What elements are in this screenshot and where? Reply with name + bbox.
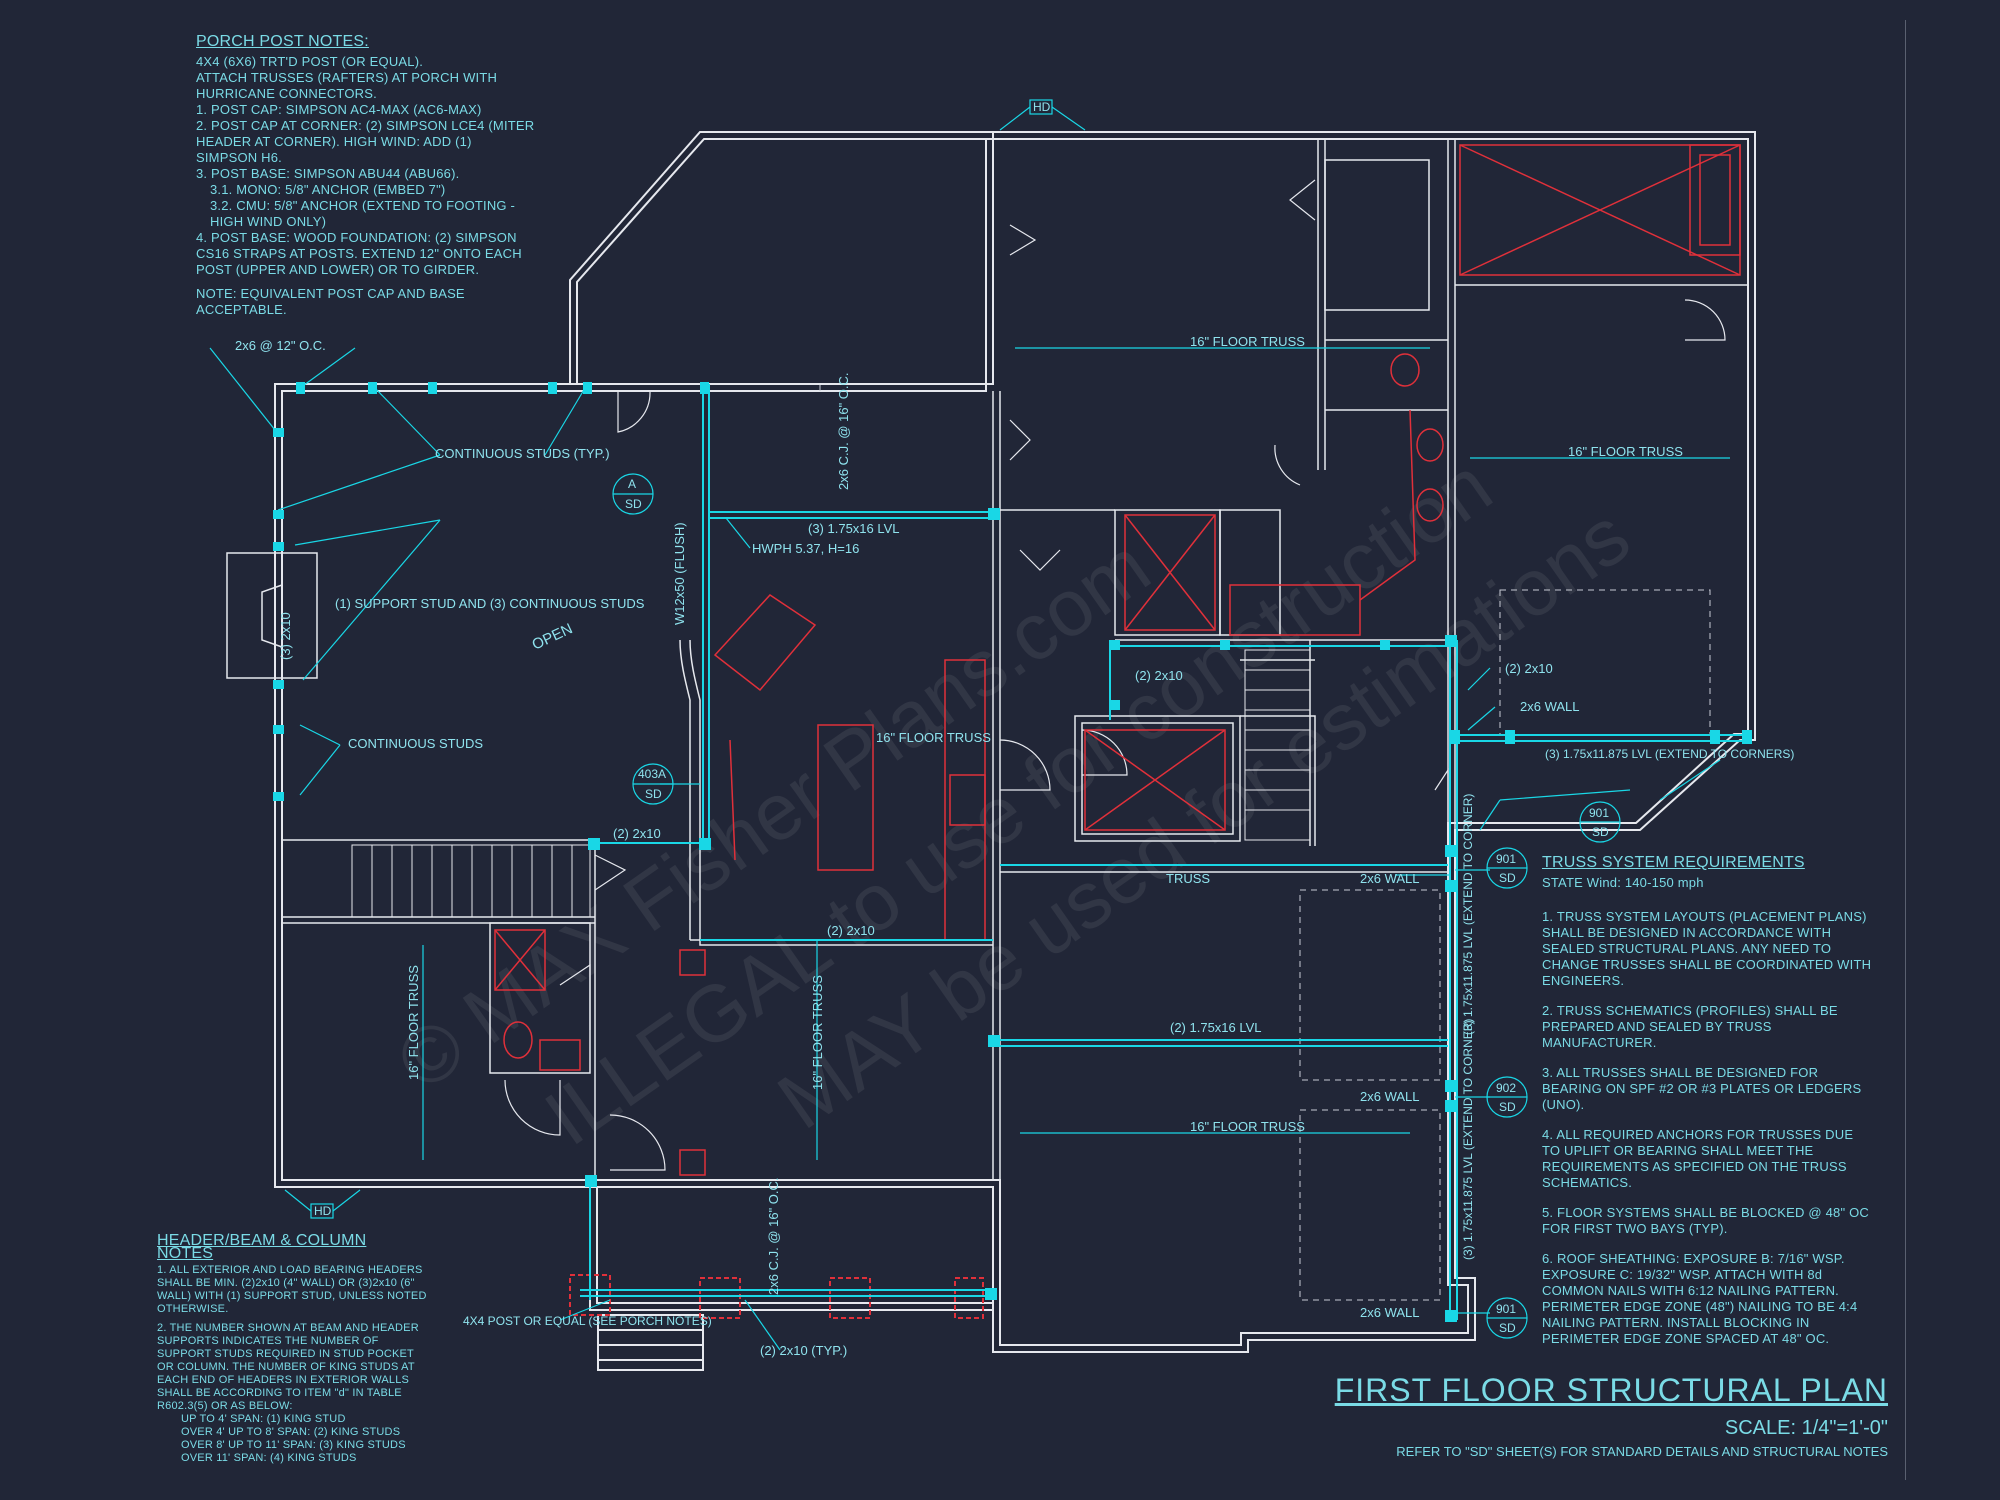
truss-note-item: 1. TRUSS SYSTEM LAYOUTS (PLACEMENT PLANS… — [1542, 909, 1872, 988]
detail-tag-902: 902 SD — [1486, 1076, 1528, 1118]
truss-upper-label: 16" FLOOR TRUSS — [1190, 334, 1305, 349]
svg-text:SD: SD — [1592, 825, 1609, 839]
plan-title: FIRST FLOOR STRUCTURAL PLAN — [1334, 1372, 1888, 1408]
detail-tag-901-c: 901 SD — [1486, 1297, 1528, 1339]
truss-note-item: 2. TRUSS SCHEMATICS (PROFILES) SHALL BE … — [1542, 1003, 1838, 1050]
title-block: FIRST FLOOR STRUCTURAL PLAN SCALE: 1/4"=… — [1335, 1372, 1888, 1459]
hanger-label: HWPH 5.37, H=16 — [752, 541, 859, 556]
header-2x10-label-a: (2) 2x10 — [613, 826, 661, 841]
hd-label-bottom: HD — [314, 1204, 332, 1218]
header-beam-notes: HEADER/BEAM & COLUMN NOTES 1. ALL EXTERI… — [157, 1232, 427, 1465]
porch-note-item: ATTACH TRUSSES (RAFTERS) AT PORCH WITH H… — [196, 70, 498, 101]
truss-system-notes: TRUSS SYSTEM REQUIREMENTS STATE Wind: 14… — [1542, 855, 1872, 1347]
header-2x10-label-d: (2) 2x10 — [1505, 661, 1553, 676]
svg-text:901: 901 — [1496, 852, 1516, 866]
porch-note-item: 4X4 (6X6) TRT'D POST (OR EQUAL). — [196, 54, 424, 69]
header-note-item: 2. THE NUMBER SHOWN AT BEAM AND HEADER S… — [157, 1322, 419, 1412]
porch-note-item: NOTE: EQUIVALENT POST CAP AND BASE ACCEP… — [196, 286, 465, 317]
svg-text:902: 902 — [1496, 1081, 1516, 1095]
fireplace — [226, 552, 318, 679]
truss-note-item: 4. ALL REQUIRED ANCHORS FOR TRUSSES DUE … — [1542, 1127, 1854, 1190]
svg-text:901: 901 — [1589, 806, 1609, 820]
header-note-bullet: OVER 4' UP TO 8' SPAN: (2) KING STUDS — [181, 1426, 401, 1438]
header-note-bullet: OVER 11' SPAN: (4) KING STUDS — [181, 1452, 357, 1464]
joist-label: 2x6 @ 12" O.C. — [235, 338, 326, 353]
dashed-outlines — [819, 385, 1711, 1301]
support-stud-label: (1) SUPPORT STUD AND (3) CONTINUOUS STUD… — [335, 596, 645, 611]
svg-text:403A: 403A — [638, 767, 666, 781]
truss-right-label: 16" FLOOR TRUSS — [1568, 444, 1683, 459]
porch-note-item: 4. POST BASE: WOOD FOUNDATION: (2) SIMPS… — [196, 230, 522, 277]
cj-top-label: 2x6 C.J. @ 16" O.C. — [836, 372, 851, 490]
structural-beams — [580, 384, 1750, 1320]
wall-2x6-label-a: 2x6 WALL — [1360, 871, 1420, 886]
wall-2x6-label: 2x6 WALL — [1520, 699, 1580, 714]
stairs — [351, 649, 1311, 918]
leader-lines — [209, 347, 1730, 1351]
truss-notes-subheading: STATE Wind: 140-150 mph — [1542, 875, 1704, 890]
detail-tag-403a: 403A SD — [632, 763, 674, 805]
sheet-border-line — [1905, 20, 1906, 1480]
porch-note-item: 3.1. MONO: 5/8" ANCHOR (EMBED 7") — [210, 182, 446, 197]
porch-note-item: 3. POST BASE: SIMPSON ABU44 (ABU66). — [196, 166, 460, 181]
lvl-vert-label-b: (3) 1.75x11.875 LVL (EXTEND TO CORNER) — [1461, 1019, 1475, 1260]
porch-note-item: 1. POST CAP: SIMPSON AC4-MAX (AC6-MAX) — [196, 102, 482, 117]
lvl-top-label: (3) 1.75x16 LVL — [808, 521, 900, 536]
lvl-vert-label-a: (3) 1.75x11.875 LVL (EXTEND TO CORNER) — [1461, 794, 1475, 1035]
hd-label-top: HD — [1033, 100, 1051, 114]
porch-notes-heading: PORCH POST NOTES: — [196, 33, 369, 50]
detail-tag-901-a: 901 SD — [1579, 801, 1621, 843]
header-2x10-label-b: (2) 2x10 — [827, 923, 875, 938]
plan-reference-note: REFER TO "SD" SHEET(S) FOR STANDARD DETA… — [1396, 1444, 1888, 1459]
doors — [504, 179, 1726, 1171]
post-note-label: 4X4 POST OR EQUAL (SEE PORCH NOTES) — [463, 1314, 712, 1328]
watermark-line-3: MAY be used for estimations — [762, 490, 1645, 1145]
svg-text:901: 901 — [1496, 1302, 1516, 1316]
open-label: OPEN — [530, 620, 576, 653]
svg-text:A: A — [628, 477, 636, 491]
truss-mid-label: 16" FLOOR TRUSS — [810, 975, 825, 1090]
header-note-item: 1. ALL EXTERIOR AND LOAD BEARING HEADERS… — [157, 1264, 427, 1315]
lvl-corners-label: (3) 1.75x11.875 LVL (EXTEND TO CORNERS) — [1545, 747, 1794, 761]
beam-w12-label: W12x50 (FLUSH) — [672, 522, 687, 625]
detail-tags: A SD 403A SD 901 SD 901 SD 902 SD 901 SD — [612, 473, 1621, 1339]
truss-notes-heading: TRUSS SYSTEM REQUIREMENTS — [1542, 854, 1805, 871]
fireplace-header-label: (3) 2x10 — [278, 612, 293, 660]
wall-2x6-label-b: 2x6 WALL — [1360, 1089, 1420, 1104]
svg-text:SD: SD — [645, 787, 662, 801]
plan-scale: SCALE: 1/4"=1'-0" — [1724, 1417, 1888, 1439]
header-note-bullet: OVER 8' UP TO 11' SPAN: (3) KING STUDS — [181, 1439, 406, 1451]
header-notes-heading: HEADER/BEAM & COLUMN NOTES — [157, 1232, 367, 1262]
stud-markers — [273, 382, 1752, 1322]
detail-tag-901-b: 901 SD — [1486, 847, 1528, 889]
continuous-studs-typ-label: CONTINUOUS STUDS (TYP.) — [435, 446, 610, 461]
porch-note-item: 2. POST CAP AT CORNER: (2) SIMPSON LCE4 … — [196, 118, 535, 165]
header-note-bullet: UP TO 4' SPAN: (1) KING STUD — [181, 1413, 346, 1425]
truss-note-item: 3. ALL TRUSSES SHALL BE DESIGNED FOR BEA… — [1542, 1065, 1862, 1112]
hd-markers: HD HD — [284, 99, 1086, 1219]
detail-tag-a: A SD — [612, 473, 654, 515]
truss-label: TRUSS — [1166, 871, 1210, 886]
svg-text:SD: SD — [625, 497, 642, 511]
svg-text:SD: SD — [1499, 871, 1516, 885]
continuous-studs-label: CONTINUOUS STUDS — [348, 736, 483, 751]
svg-text:SD: SD — [1499, 1321, 1516, 1335]
truss-lower-label: 16" FLOOR TRUSS — [1190, 1119, 1305, 1134]
porch-note-item: 3.2. CMU: 5/8" ANCHOR (EXTEND TO FOOTING… — [210, 198, 516, 229]
plan-labels: 2x6 @ 12" O.C. CONTINUOUS STUDS (TYP.) C… — [235, 334, 1794, 1358]
wall-2x6-label-c: 2x6 WALL — [1360, 1305, 1420, 1320]
truss-note-item: 5. FLOOR SYSTEMS SHALL BE BLOCKED @ 48" … — [1542, 1205, 1869, 1236]
truss-note-item: 6. ROOF SHEATHING: EXPOSURE B: 7/16" WSP… — [1542, 1251, 1858, 1346]
cj-bottom-label: 2x6 C.J. @ 16" O.C. — [766, 1177, 781, 1295]
header-2x10-typ-label: (2) 2x10 (TYP.) — [760, 1343, 847, 1358]
lvl-mid-label: (2) 1.75x16 LVL — [1170, 1020, 1262, 1035]
truss-left-label: 16" FLOOR TRUSS — [406, 965, 421, 1080]
truss-kitchen-label: 16" FLOOR TRUSS — [876, 730, 991, 745]
svg-text:SD: SD — [1499, 1100, 1516, 1114]
porch-post-notes: PORCH POST NOTES: 4X4 (6X6) TRT'D POST (… — [196, 34, 536, 318]
header-2x10-label-c: (2) 2x10 — [1135, 668, 1183, 683]
